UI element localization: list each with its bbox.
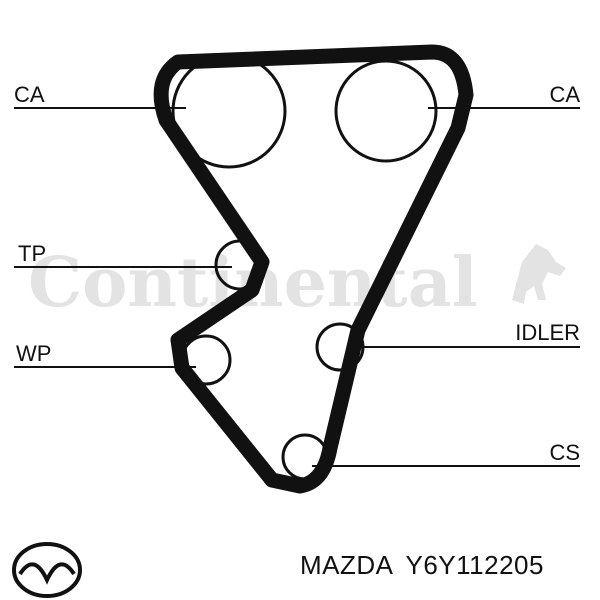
label-ca-left: CA xyxy=(14,82,45,107)
label-ca-right: CA xyxy=(549,82,580,107)
camshaft-pulley-right xyxy=(334,59,438,163)
label-wp: WP xyxy=(16,341,51,366)
camshaft-pulley-left xyxy=(171,53,287,169)
leader-lines xyxy=(14,107,580,467)
timing-belt xyxy=(153,44,474,494)
label-tp: TP xyxy=(18,241,46,266)
rearing-horse-icon xyxy=(512,244,566,304)
continental-watermark: Continental xyxy=(28,243,566,323)
label-idler: IDLER xyxy=(515,320,580,345)
crankshaft-pulley xyxy=(281,433,329,481)
mazda-logo-icon xyxy=(12,542,82,598)
label-cs: CS xyxy=(549,440,580,465)
water-pump-pulley xyxy=(180,334,232,386)
caption-part-number: Y6Y112205 xyxy=(405,550,544,580)
tensioner-pulley xyxy=(214,239,266,291)
part-caption: MAZDA Y6Y112205 xyxy=(300,550,544,581)
caption-brand: MAZDA xyxy=(300,550,394,580)
